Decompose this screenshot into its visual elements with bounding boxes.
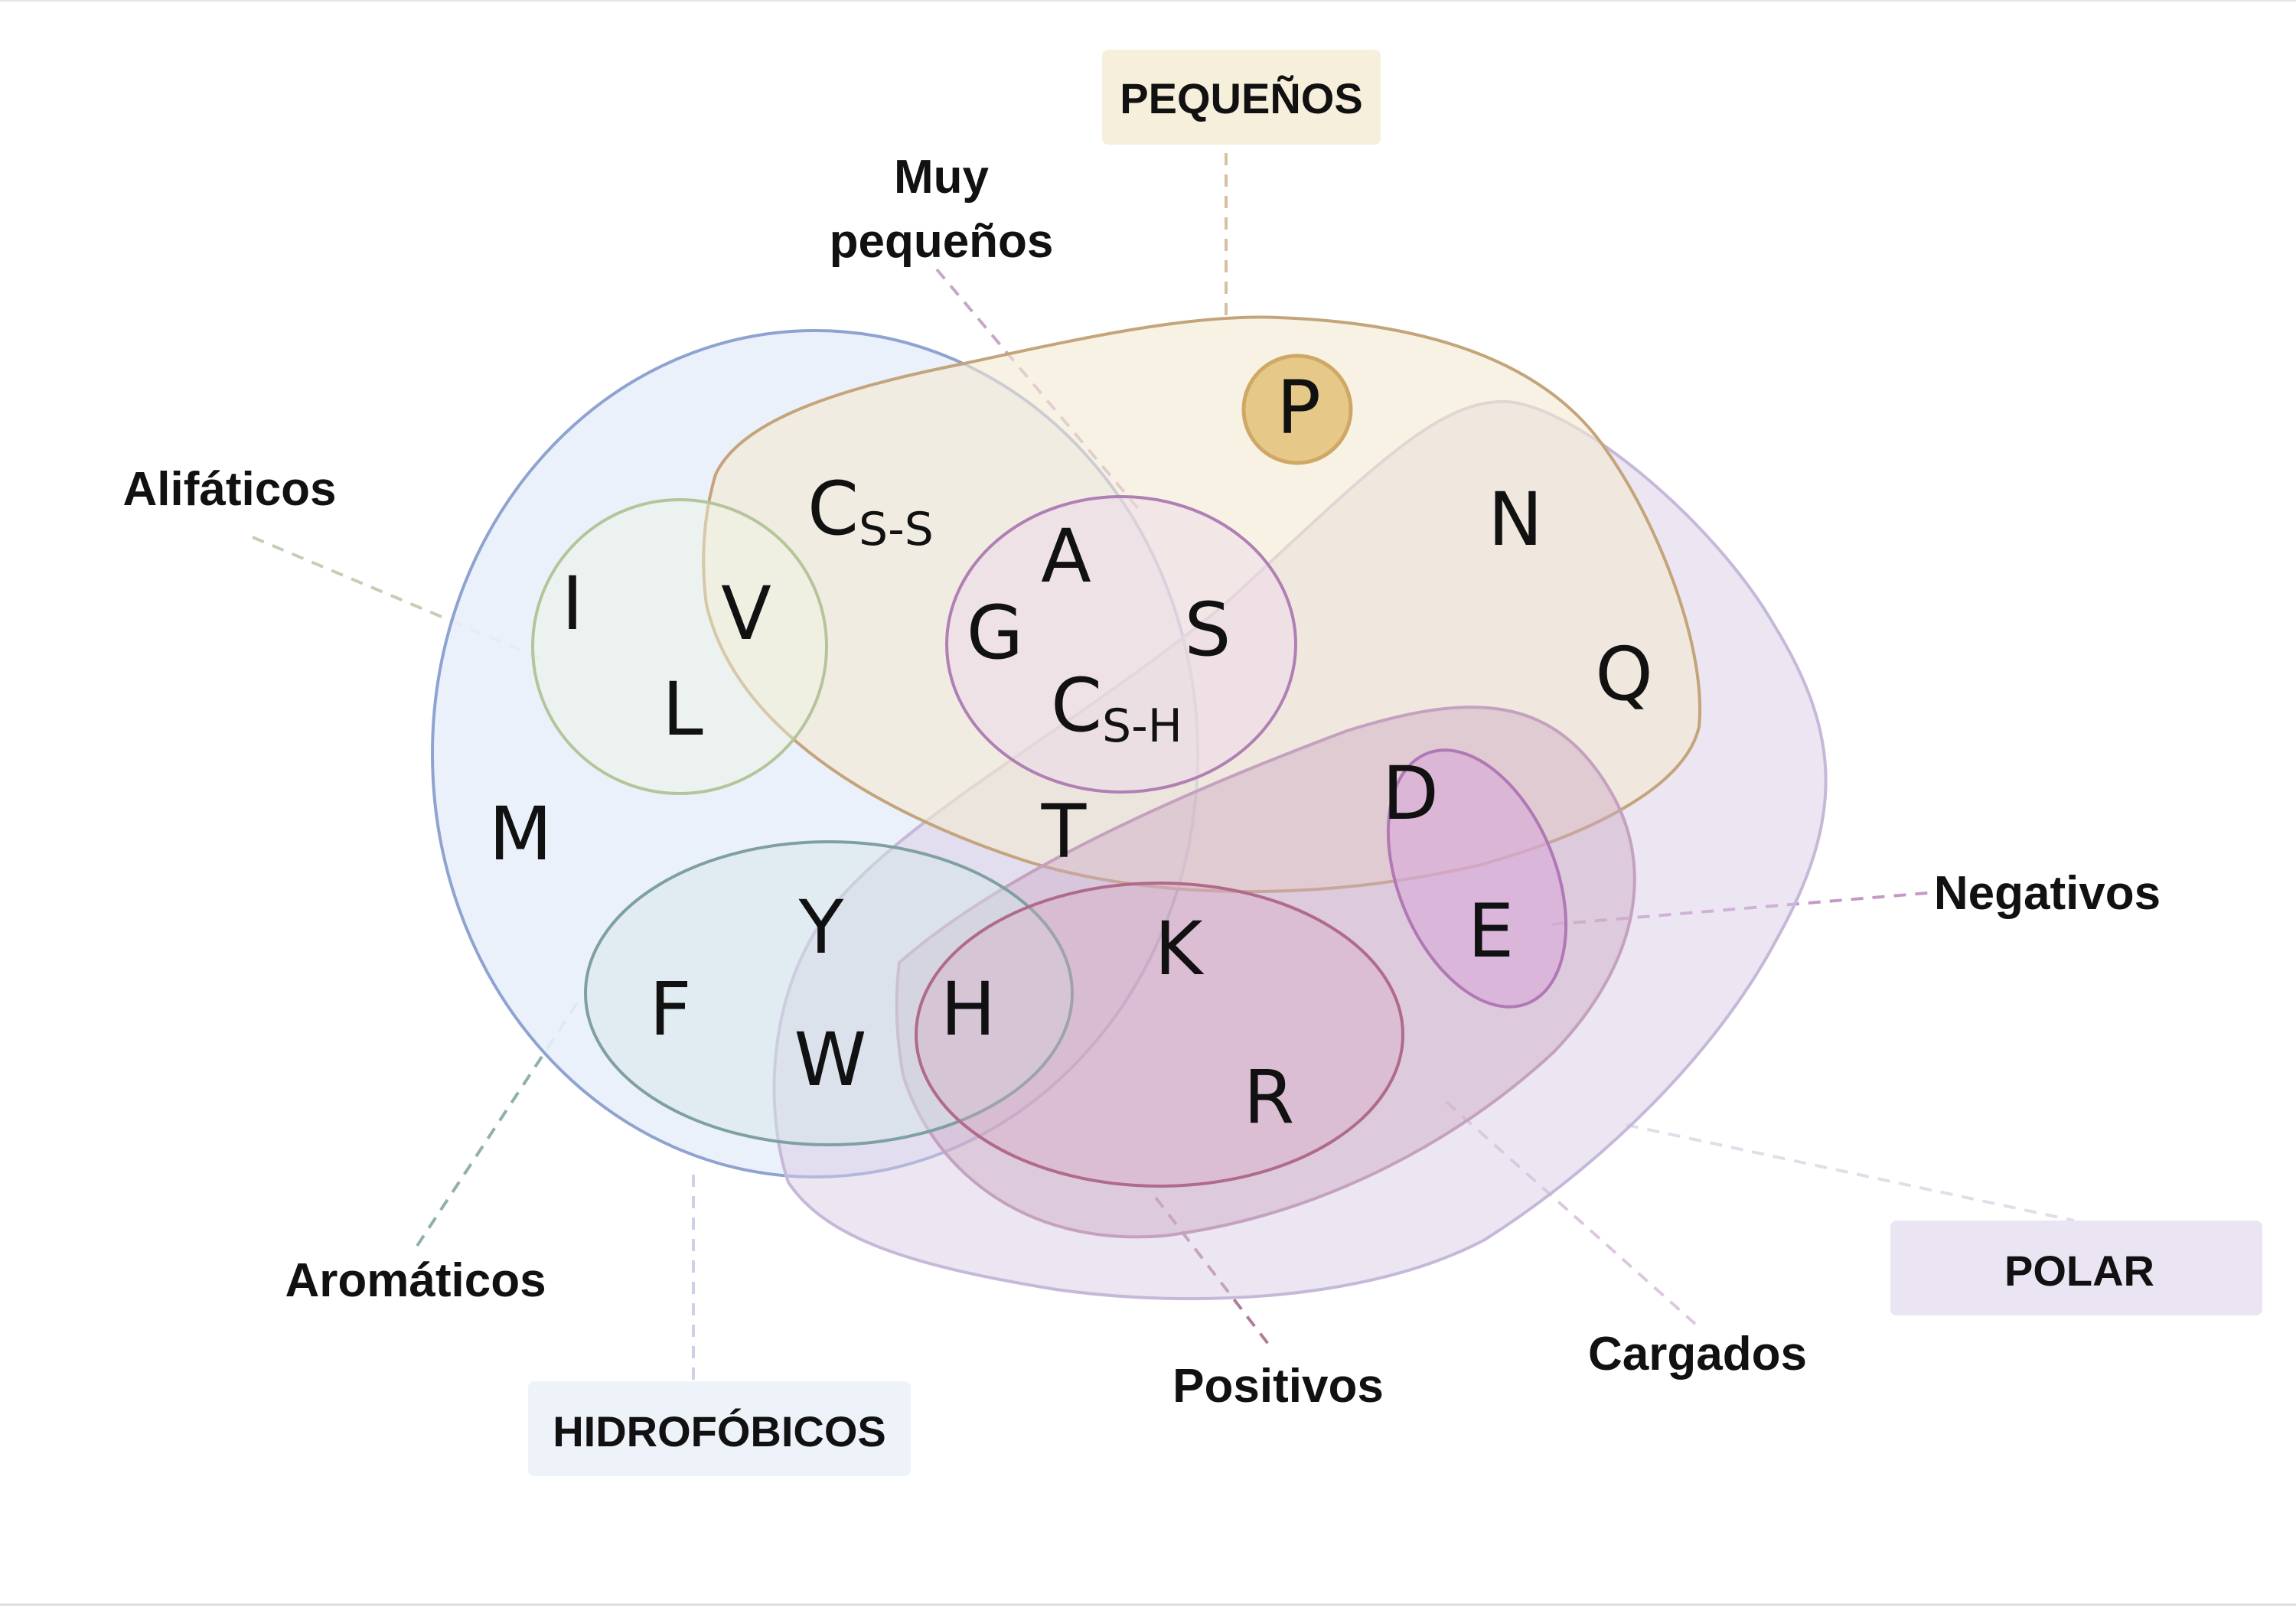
aa-letter-C-sh: CS-H <box>1051 663 1182 753</box>
aa-letter-P: P <box>1277 365 1321 451</box>
proline-circle <box>1241 354 1353 465</box>
small-category-box <box>1102 50 1381 145</box>
aa-letter-G: G <box>967 590 1023 676</box>
small-region <box>702 315 1701 894</box>
aa-letter-C-ss-main: C <box>807 466 859 552</box>
aa-letter-E: E <box>1468 888 1515 974</box>
aliphatic-region <box>531 498 828 795</box>
aa-letter-Y: Y <box>798 885 844 970</box>
aa-letter-H: H <box>941 966 996 1052</box>
aa-letter-W: W <box>794 1017 867 1103</box>
aa-letter-K: K <box>1155 906 1205 992</box>
very-small-region <box>945 495 1297 794</box>
aa-letter-C-sh-main: C <box>1051 663 1102 748</box>
aa-letter-C-sh-subscript: S-H <box>1102 699 1182 753</box>
aa-letter-A: A <box>1041 513 1091 599</box>
aa-letter-F: F <box>649 966 691 1052</box>
aa-letter-M: M <box>489 791 553 877</box>
very-small-label-line1: Muy <box>894 151 990 204</box>
aromatic-region <box>584 840 1074 1146</box>
polar-category-box <box>1890 1221 2262 1315</box>
positive-region <box>915 882 1404 1188</box>
very-small-label-line2: pequeños <box>830 215 1054 268</box>
leader-polar <box>1626 1123 2075 1222</box>
aa-letter-V: V <box>721 571 771 657</box>
aa-letter-N: N <box>1488 477 1543 562</box>
aa-letter-C-ss: CS-S <box>807 466 934 556</box>
aa-letter-I: I <box>562 561 583 647</box>
aa-letter-L: L <box>662 667 703 752</box>
leader-aromatic <box>416 995 583 1247</box>
hydrophobic-category-label: HIDROFÓBICOS <box>553 1407 886 1455</box>
amino-acid-letters: P N Q M I V L A G S T D E K R Y F W H CS… <box>489 365 1653 1140</box>
aa-letter-R: R <box>1244 1054 1295 1140</box>
negative-label: Negativos <box>1934 867 2161 920</box>
aa-letter-Q: Q <box>1595 631 1653 717</box>
aromatic-label: Aromáticos <box>285 1254 546 1307</box>
small-category-label: PEQUEÑOS <box>1120 74 1362 122</box>
polar-category-label: POLAR <box>2004 1247 2154 1295</box>
aa-letter-T: T <box>1041 789 1087 875</box>
negative-region <box>1386 748 1568 1009</box>
aa-letter-D: D <box>1382 751 1439 836</box>
aa-letter-C-ss-subscript: S-S <box>859 503 934 556</box>
hydrophobic-category-box <box>528 1381 911 1476</box>
charged-label: Cargados <box>1588 1328 1807 1380</box>
aliphatic-label: Alifáticos <box>122 463 336 516</box>
aa-letter-S: S <box>1185 587 1231 673</box>
positive-label: Positivos <box>1172 1360 1384 1413</box>
